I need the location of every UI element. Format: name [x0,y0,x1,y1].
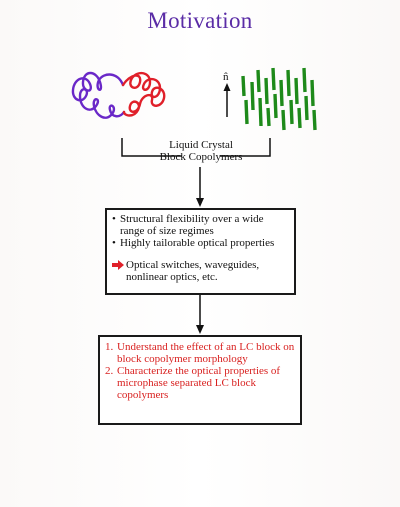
lc-rods [241,67,317,131]
highlight-item: Optical switches, waveguides, nonlinear … [112,259,289,283]
red-coil-chain [121,71,166,117]
goal-number: 2. [105,365,114,377]
goal-text: Understand the effect of an LC block on … [117,341,295,365]
lc-label-line-2: Block Copolymers [159,151,243,163]
bullet-text: Highly tailorable optical properties [120,237,275,249]
bullet-icon: • [112,213,116,225]
flow-arrow-2-head [196,325,204,334]
grouping-bracket [121,138,182,157]
goal-number: 1. [105,341,114,353]
bullet-item: • Structural flexibility over a wide ran… [112,213,289,237]
grouping-bracket-right [220,138,271,157]
slide-title: Motivation [147,8,253,33]
highlight-text: Optical switches, waveguides, nonlinear … [126,259,260,283]
bullet-item: • Highly tailorable optical properties [112,237,289,249]
goals-box: 1. Understand the effect of an LC block … [98,335,302,425]
lc-block-copolymers-label: Liquid Crystal Block Copolymers [128,139,274,163]
red-arrow-icon [112,259,126,271]
purple-coil-chain [71,71,126,119]
bullet-text: Structural flexibility over a wide range… [120,213,264,237]
bullet-icon: • [112,237,116,249]
director-label: n̂ [223,71,229,83]
goal-text: Characterize the optical properties of m… [117,365,281,401]
properties-box: • Structural flexibility over a wide ran… [105,208,296,295]
goal-item: 1. Understand the effect of an LC block … [105,341,295,365]
goal-item: 2. Characterize the optical properties o… [105,365,295,401]
flow-arrow-1-head [196,198,204,207]
director-arrowhead [223,83,231,91]
lc-label-line-1: Liquid Crystal [169,139,233,151]
